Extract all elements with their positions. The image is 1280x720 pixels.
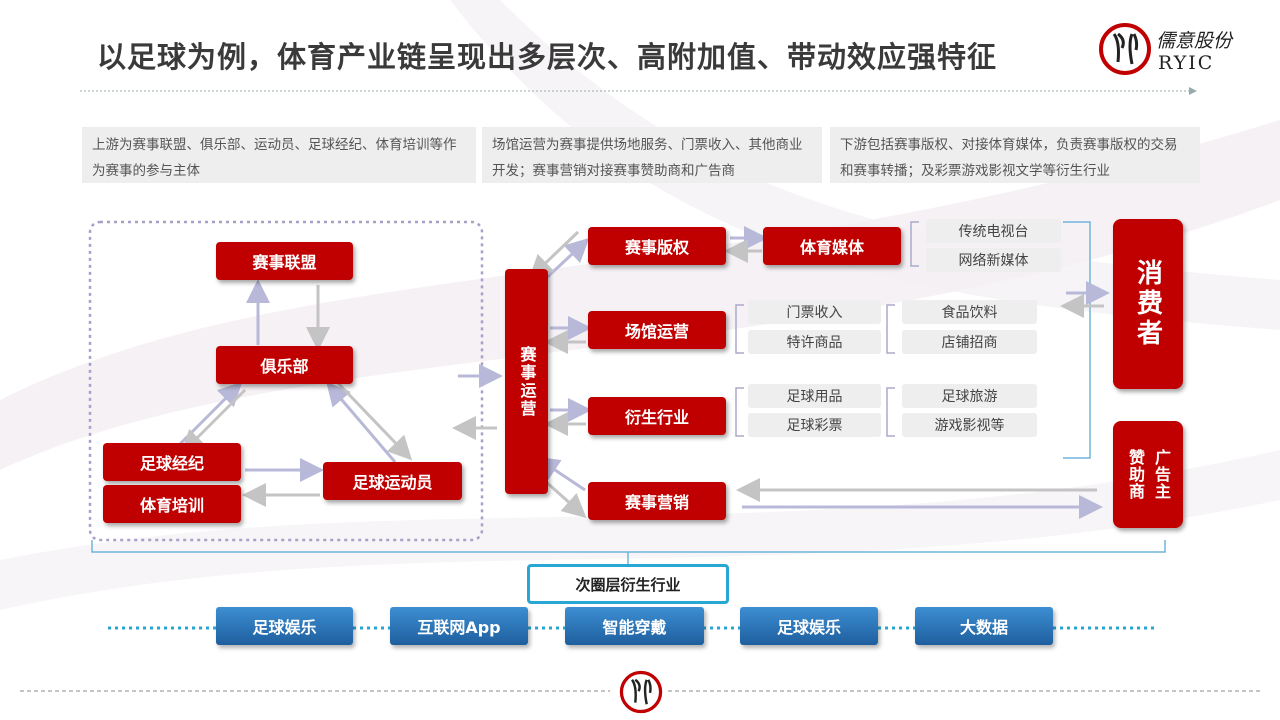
- box-operations: 赛事运营: [505, 269, 548, 494]
- box-club: 俱乐部: [216, 346, 353, 384]
- box-venue: 场馆运营: [588, 311, 726, 349]
- item-food: 食品饮料: [902, 300, 1037, 324]
- box-consumer: 消费者: [1113, 219, 1183, 389]
- item-football-goods: 足球用品: [748, 384, 881, 408]
- box-agent: 足球经纪: [103, 443, 241, 481]
- company-logo: 儒意股份 RYIC: [1098, 22, 1248, 80]
- desc-downstream: 下游包括赛事版权、对接体育媒体，负责赛事版权的交易和赛事转播；及彩票游戏影视文学…: [830, 127, 1200, 183]
- logo-emblem-icon: [1099, 23, 1151, 75]
- secondary-item-wearables: 智能穿戴: [565, 607, 704, 645]
- box-media: 体育媒体: [763, 227, 901, 265]
- box-derivative: 衍生行业: [588, 397, 726, 435]
- secondary-industry-label: 次圈层衍生行业: [527, 564, 729, 604]
- box-marketing: 赛事营销: [588, 482, 726, 520]
- secondary-item-entertainment-2: 足球娱乐: [740, 607, 878, 645]
- box-sponsor: 赞助商 广告主: [1113, 421, 1183, 528]
- sponsor-label: 赞助商: [1126, 449, 1145, 500]
- item-football-travel: 足球旅游: [902, 384, 1037, 408]
- desc-upstream: 上游为赛事联盟、俱乐部、运动员、足球经纪、体育培训等作为赛事的参与主体: [82, 127, 476, 183]
- box-athlete: 足球运动员: [323, 462, 462, 500]
- item-football-lottery: 足球彩票: [748, 413, 881, 437]
- secondary-item-big-data: 大数据: [915, 607, 1053, 645]
- logo-text-en: RYIC: [1158, 52, 1215, 74]
- logo-text-cn: 儒意股份: [1156, 30, 1233, 52]
- item-tickets: 门票收入: [748, 300, 881, 324]
- box-rights: 赛事版权: [588, 227, 726, 265]
- desc-midstream: 场馆运营为赛事提供场地服务、门票收入、其他商业开发；赛事营销对接赛事赞助商和广告…: [482, 127, 822, 183]
- item-traditional-tv: 传统电视台: [926, 219, 1061, 243]
- secondary-item-entertainment: 足球娱乐: [216, 607, 353, 645]
- box-league: 赛事联盟: [216, 242, 353, 280]
- item-licensed-goods: 特许商品: [748, 330, 881, 354]
- footer-logo-icon: [619, 670, 663, 714]
- box-training: 体育培训: [103, 485, 241, 523]
- consumer-label: 消费者: [1132, 259, 1163, 349]
- item-new-media: 网络新媒体: [926, 248, 1061, 272]
- advertiser-label: 广告主: [1152, 449, 1171, 500]
- item-shops: 店铺招商: [902, 330, 1037, 354]
- secondary-item-internet-app: 互联网App: [390, 607, 528, 645]
- item-games-films: 游戏影视等: [902, 413, 1037, 437]
- page-title: 以足球为例，体育产业链呈现出多层次、高附加值、带动效应强特征: [97, 40, 998, 74]
